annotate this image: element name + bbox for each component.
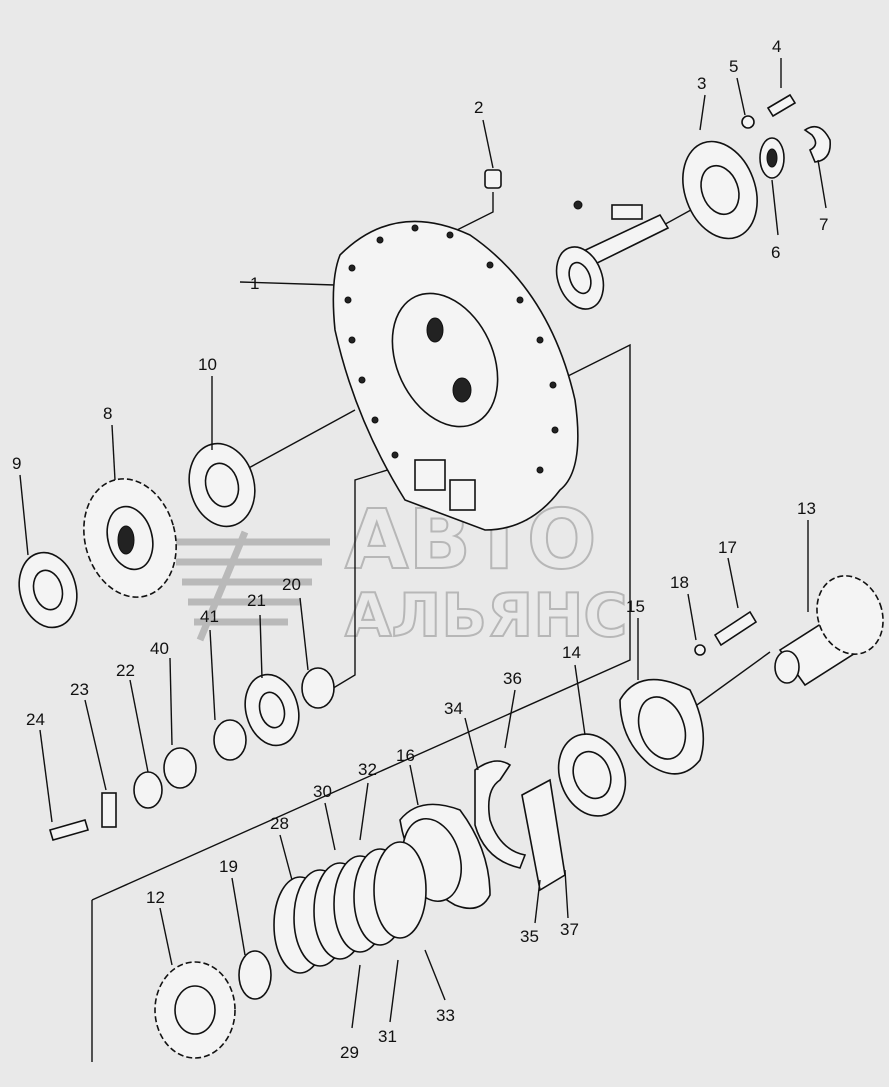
label-5: 5: [729, 57, 738, 76]
part-number-labels: 1 2 3 4 5 6 7 8 9 10 12 13 14 15 16 17 1…: [12, 37, 828, 1062]
brake-band-part-34: [474, 760, 527, 869]
gear-part-12: [154, 961, 236, 1059]
plug-screw-part: [484, 169, 502, 189]
label-2: 2: [474, 98, 483, 117]
label-16: 16: [396, 746, 415, 765]
label-37: 37: [560, 920, 579, 939]
label-7: 7: [819, 215, 828, 234]
label-10: 10: [198, 355, 217, 374]
clutch-plates-stack: [273, 841, 427, 974]
label-12: 12: [146, 888, 165, 907]
bolt-part-17: [694, 610, 758, 656]
label-leaders: [19, 58, 827, 1029]
label-17: 17: [718, 538, 737, 557]
label-31: 31: [378, 1027, 397, 1046]
shaft-gear-part-13: [774, 575, 884, 687]
label-22: 22: [116, 661, 135, 680]
label-23: 23: [70, 680, 89, 699]
label-6: 6: [771, 243, 780, 262]
watermark-line-2: АЛЬЯНС: [345, 581, 627, 651]
small-parts-left: [49, 667, 335, 1000]
label-15: 15: [626, 597, 645, 616]
bearing-part-14: [557, 733, 627, 817]
housing-part: [332, 220, 579, 531]
bearing-part-9: [18, 551, 78, 629]
label-8: 8: [103, 404, 112, 423]
label-13: 13: [797, 499, 816, 518]
label-1: 1: [250, 274, 259, 293]
label-24: 24: [26, 710, 45, 729]
small-parts-upper-right: [741, 93, 832, 179]
watermark: АВТО АЛЬЯНС: [170, 492, 628, 652]
shim-parts: [521, 778, 566, 892]
label-3: 3: [697, 74, 706, 93]
label-32: 32: [358, 760, 377, 779]
flange-cover-part-15: [619, 678, 705, 775]
cover-part: [555, 140, 758, 310]
label-41: 41: [200, 607, 219, 626]
label-19: 19: [219, 857, 238, 876]
label-35: 35: [520, 927, 539, 946]
label-21: 21: [247, 591, 266, 610]
label-33: 33: [436, 1006, 455, 1025]
watermark-logo-icon: [170, 530, 330, 642]
label-28: 28: [270, 814, 289, 833]
label-18: 18: [670, 573, 689, 592]
label-20: 20: [282, 575, 301, 594]
label-40: 40: [150, 639, 169, 658]
bearing-part-10: [188, 442, 256, 528]
label-9: 9: [12, 454, 21, 473]
label-36: 36: [503, 669, 522, 688]
gear-part-8: [83, 478, 177, 598]
label-4: 4: [772, 37, 781, 56]
label-34: 34: [444, 699, 463, 718]
label-14: 14: [562, 643, 581, 662]
label-30: 30: [313, 782, 332, 801]
label-29: 29: [340, 1043, 359, 1062]
